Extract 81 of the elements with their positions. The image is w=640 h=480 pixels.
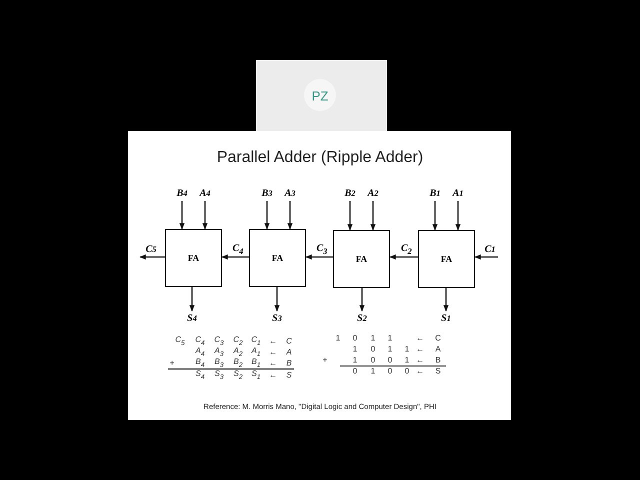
table-entry: A$_{4}$: [195, 346, 205, 358]
table-entry: ←: [416, 356, 424, 364]
adder-label: FA: [188, 253, 200, 263]
table-entry: C$_{1}$: [251, 335, 261, 347]
full-adder-box: [333, 230, 390, 288]
table-entry: B$_{2}$: [233, 357, 243, 369]
arrow: [202, 201, 208, 230]
table-entry: S$_{4}$: [195, 369, 205, 381]
table-entry: A$_{1}$: [251, 346, 261, 358]
arrow: [359, 288, 365, 312]
table-entry: ←: [269, 336, 277, 346]
table-entry: A: [435, 344, 441, 354]
table-entry: B: [435, 356, 441, 364]
full-adder-box: [418, 230, 475, 288]
table-entry: S$_{1}$: [251, 369, 261, 381]
carry-label: C$_{3}$: [316, 243, 328, 256]
table-entry: 1: [352, 344, 358, 354]
arrow: [305, 254, 333, 260]
table-entry: ←: [416, 344, 424, 354]
table-entry: 1: [352, 356, 358, 364]
table-entry: 1: [404, 356, 410, 364]
table-entry: 0: [370, 344, 376, 354]
table-entry: 1: [336, 334, 340, 342]
carry-label: C$_{2}$: [400, 243, 413, 256]
table-entry: B$_{3}$: [214, 357, 224, 369]
arrow: [287, 201, 293, 230]
table-entry: C$_{5}$: [175, 335, 185, 347]
table-entry: 0: [352, 366, 358, 376]
arrow: [179, 201, 185, 230]
table-entry: 1: [404, 344, 410, 354]
arrow: [274, 287, 280, 312]
arrow: [370, 201, 376, 231]
table-entry: 0: [388, 366, 392, 376]
arrow: [432, 201, 438, 231]
table-entry: C$_{3}$: [214, 335, 224, 347]
arrow: [189, 287, 195, 312]
table-entry: S: [286, 370, 292, 380]
table-entry: 0: [370, 356, 376, 364]
arrow: [347, 201, 353, 231]
table-entry: C: [286, 336, 292, 346]
arrow: [264, 201, 270, 230]
arrow: [455, 201, 461, 231]
carry-label: C$_{4}$: [232, 243, 244, 256]
table-entry: S$_{3}$: [214, 369, 224, 381]
full-adder-box: [249, 229, 306, 287]
adder-label: FA: [272, 253, 284, 263]
table-entry: A: [286, 348, 292, 356]
arrow: [443, 288, 449, 312]
slide-title: Parallel Adder (Ripple Adder): [216, 149, 424, 167]
avatar-initials: PZ: [312, 88, 328, 104]
arrow: [474, 254, 498, 260]
table-entry: C$_{2}$: [233, 335, 243, 347]
table-entry: 0: [404, 366, 410, 376]
arrow: [389, 254, 418, 260]
table-entry: 1: [388, 344, 392, 354]
table-entry: B: [286, 358, 292, 368]
table-entry: ←: [269, 370, 277, 380]
table-entry: 0: [352, 334, 358, 342]
table-entry: A$_{2}$: [233, 346, 243, 358]
adder-label: FA: [356, 254, 368, 264]
table-entry: 1: [370, 334, 376, 342]
table-entry: ←: [416, 334, 424, 342]
table-entry: 1: [388, 334, 392, 342]
table-entry: A$_{3}$: [214, 346, 224, 358]
arrow: [139, 254, 165, 260]
table-entry: 0: [388, 356, 392, 364]
table-entry: C: [435, 334, 441, 342]
table-entry: +: [322, 356, 328, 364]
table-entry: S$_{2}$: [233, 369, 243, 381]
table-entry: B$_{1}$: [251, 357, 261, 369]
table-entry: S: [435, 366, 441, 376]
table-entry: 1: [370, 366, 376, 376]
table-entry: B$_{4}$: [195, 357, 205, 369]
table-entry: C$_{4}$: [195, 335, 205, 347]
table-entry: ←: [269, 348, 277, 356]
full-adder-box: [165, 229, 222, 287]
arrow: [221, 254, 249, 260]
table-entry: +: [170, 358, 174, 368]
adder-label: FA: [440, 254, 452, 264]
table-entry: ←: [416, 366, 424, 376]
table-entry: ←: [269, 358, 277, 368]
